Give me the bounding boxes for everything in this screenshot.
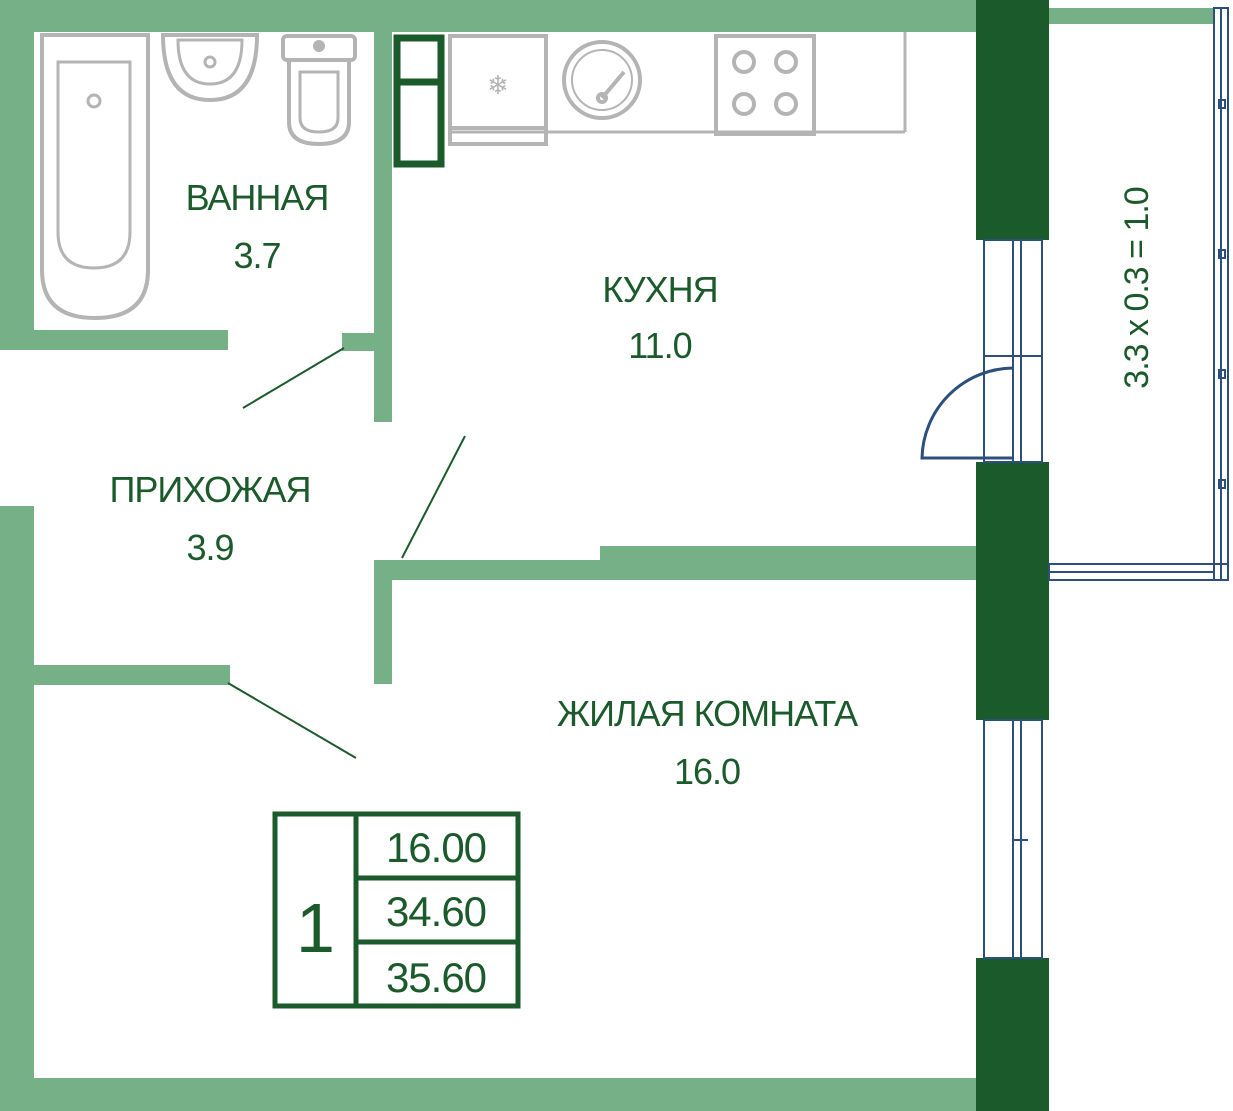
balcony-label: 3.3 x 0.3 = 1.0: [1118, 187, 1156, 389]
toilet-icon: [281, 34, 357, 147]
door-swings: [227, 347, 466, 759]
living-room-area: 16.0: [674, 751, 740, 792]
living-area-value: 16.00: [386, 824, 486, 871]
balcony-door-swing: [920, 366, 1014, 460]
total-area-value: 34.60: [386, 888, 486, 935]
hallway-name: ПРИХОЖАЯ: [109, 469, 310, 510]
stove-icon: [714, 34, 816, 136]
exterior-columns: [976, 0, 1049, 1111]
balcony: [1048, 7, 1229, 581]
area-summary-table: [272, 811, 521, 1009]
bathtub-icon: [40, 33, 150, 321]
total-area-with-balcony-value: 35.60: [386, 954, 486, 1001]
hallway-area: 3.9: [186, 527, 233, 568]
wardrobe-icon: [393, 34, 445, 168]
sink-icon: [160, 33, 260, 103]
bathroom-name: ВАННАЯ: [186, 177, 329, 218]
fridge-icon: ❄: [448, 34, 548, 146]
rooms-count: 1: [296, 889, 334, 967]
living-room-name: ЖИЛАЯ КОМНАТА: [557, 693, 858, 734]
svg-text:❄: ❄: [487, 71, 509, 101]
windows: [983, 239, 1043, 959]
kitchen-area: 11.0: [628, 325, 691, 366]
kitchen-sink-icon: [562, 40, 642, 120]
kitchen-name: КУХНЯ: [602, 269, 717, 310]
bathroom-area: 3.7: [233, 235, 280, 276]
kitchen-counter: [448, 32, 907, 134]
